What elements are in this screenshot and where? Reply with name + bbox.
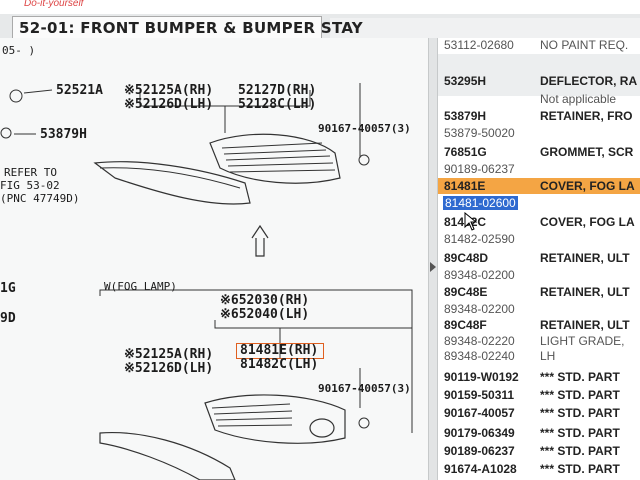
part-subnumber: 89348-02240 — [444, 349, 515, 363]
list-item[interactable]: 90159-50311 *** STD. PART — [438, 386, 640, 404]
collapse-arrow-icon[interactable] — [430, 262, 436, 272]
pnc-52125a-upper[interactable]: ※52125A(RH) — [124, 83, 214, 98]
part-number: 53295H — [444, 74, 487, 88]
selected-part-subnumber[interactable]: 81481-02600 — [443, 196, 518, 210]
brand-label: Do-it-yourself — [24, 0, 84, 9]
part-note: LIGHT GRADE, — [540, 334, 625, 348]
part-subnumber: 89348-02200 — [444, 268, 515, 282]
fog-lamp-group-label: W(FOG LAMP) — [104, 280, 177, 293]
part-number: 90167-40057 — [444, 406, 515, 420]
mouse-cursor-icon — [464, 212, 478, 231]
part-number: 53112-02680 — [444, 38, 514, 52]
part-description: RETAINER, ULT — [540, 285, 630, 299]
part-description: *** STD. PART — [540, 462, 620, 476]
code-9d: 9D — [0, 311, 16, 326]
part-description: RETAINER, ULT — [540, 318, 630, 332]
selected-callout-box — [236, 343, 324, 359]
pnc-bolt-upper[interactable]: 90167-40057(3) — [318, 122, 411, 135]
tab-bar-filler — [330, 18, 640, 38]
selected-row-highlight — [438, 178, 640, 194]
part-number: 53879H — [444, 109, 487, 123]
pnc-52126d-lower[interactable]: ※52126D(LH) — [124, 361, 214, 376]
pnc-52125a-lower[interactable]: ※52125A(RH) — [124, 347, 214, 362]
part-number: 76851G — [444, 145, 487, 159]
list-item[interactable]: 90167-40057 *** STD. PART — [438, 404, 640, 422]
fragment-label: 05- ) — [2, 44, 36, 57]
part-description: *** STD. PART — [540, 444, 620, 458]
list-item[interactable]: 53112-02680 NO PAINT REQ. — [438, 38, 640, 52]
part-description: GROMMET, SCR — [540, 145, 634, 159]
list-item[interactable]: 53879H RETAINER, FRO 53879-50020 — [438, 104, 640, 140]
pnc-52040[interactable]: ※652040(LH) — [220, 307, 310, 322]
refer-fig[interactable]: FIG 53-02 — [0, 179, 60, 192]
part-description: RETAINER, FRO — [540, 109, 633, 123]
list-item[interactable]: 89C48D RETAINER, ULT 89348-02200 — [438, 248, 640, 284]
pane-splitter[interactable] — [428, 38, 438, 480]
list-item[interactable]: 89C48E RETAINER, ULT 89348-02200 — [438, 282, 640, 318]
list-item[interactable]: 91674-A1028 *** STD. PART — [438, 460, 640, 478]
part-description: *** STD. PART — [540, 370, 620, 384]
pnc-bolt-lower[interactable]: 90167-40057(3) — [318, 382, 411, 395]
list-item[interactable]: 90179-06349 *** STD. PART — [438, 424, 640, 442]
tab-figure-title[interactable]: 52-01: FRONT BUMPER & BUMPER STAY — [12, 16, 363, 38]
list-item-selected[interactable]: 81481E COVER, FOG LA 81481-02600 — [438, 176, 640, 212]
part-number: 81481E — [444, 179, 486, 193]
code-1g: 1G — [0, 281, 16, 296]
refer-pnc: (PNC 47749D) — [0, 192, 80, 205]
part-number: 90119-W0192 — [444, 370, 519, 384]
part-description: DEFLECTOR, RA — [540, 74, 638, 88]
part-description: COVER, FOG LA — [540, 215, 635, 229]
list-item[interactable]: 89C48F RETAINER, ULT 89348-02220 LIGHT G… — [438, 318, 640, 368]
pnc-52128c[interactable]: 52128C(LH) — [238, 97, 317, 112]
part-number: 90159-50311 — [444, 388, 515, 402]
part-note: LH — [540, 349, 556, 363]
pnc-81481e[interactable]: 81481E(RH) — [240, 343, 319, 358]
pnc-53879h[interactable]: 53879H — [40, 127, 87, 142]
pnc-52127d[interactable]: 52127D(RH) — [238, 83, 317, 98]
pnc-81482c[interactable]: 81482C(LH) — [240, 357, 319, 372]
list-item[interactable]: 90119-W0192 *** STD. PART — [438, 368, 640, 386]
part-subnumber: 89348-02200 — [444, 302, 515, 316]
list-item[interactable]: 53295H DEFLECTOR, RA Not applicable — [438, 54, 640, 106]
part-subnumber: 89348-02220 — [444, 334, 515, 348]
part-number: 90189-06237 — [444, 444, 515, 458]
part-description: *** STD. PART — [540, 406, 620, 420]
part-description: *** STD. PART — [540, 426, 620, 440]
part-subnumber: 90189-06237 — [444, 162, 515, 176]
part-subnumber: 53879-50020 — [444, 126, 515, 140]
part-subnumber: 81482-02590 — [444, 232, 515, 246]
part-number: 91674-A1028 — [444, 462, 517, 476]
pnc-52030[interactable]: ※652030(RH) — [220, 293, 310, 308]
part-description: RETAINER, ULT — [540, 251, 630, 265]
pnc-52521a[interactable]: 52521A — [56, 83, 103, 98]
part-description: *** STD. PART — [540, 388, 620, 402]
parts-diagram[interactable]: 05- ) 52521A 53879H REFER TO FIG 53-02 (… — [0, 38, 428, 480]
pnc-52126d-upper[interactable]: ※52126D(LH) — [124, 97, 214, 112]
parts-list[interactable]: 53112-02680 NO PAINT REQ. 53295H DEFLECT… — [438, 38, 640, 480]
part-description: COVER, FOG LA — [540, 179, 635, 193]
list-item[interactable]: 76851G GROMMET, SCR 90189-06237 — [438, 140, 640, 176]
refer-label: REFER TO — [4, 166, 57, 179]
diagram-drawing — [0, 83, 413, 480]
browser-top-strip: Do-it-yourself — [0, 0, 640, 14]
part-number: 90179-06349 — [444, 426, 515, 440]
list-item[interactable]: 90189-06237 *** STD. PART — [438, 442, 640, 460]
part-number: 89C48E — [444, 285, 488, 299]
part-number: 89C48D — [444, 251, 489, 265]
part-description: NO PAINT REQ. — [540, 38, 629, 52]
part-note: Not applicable — [540, 92, 617, 106]
part-number: 89C48F — [444, 318, 487, 332]
